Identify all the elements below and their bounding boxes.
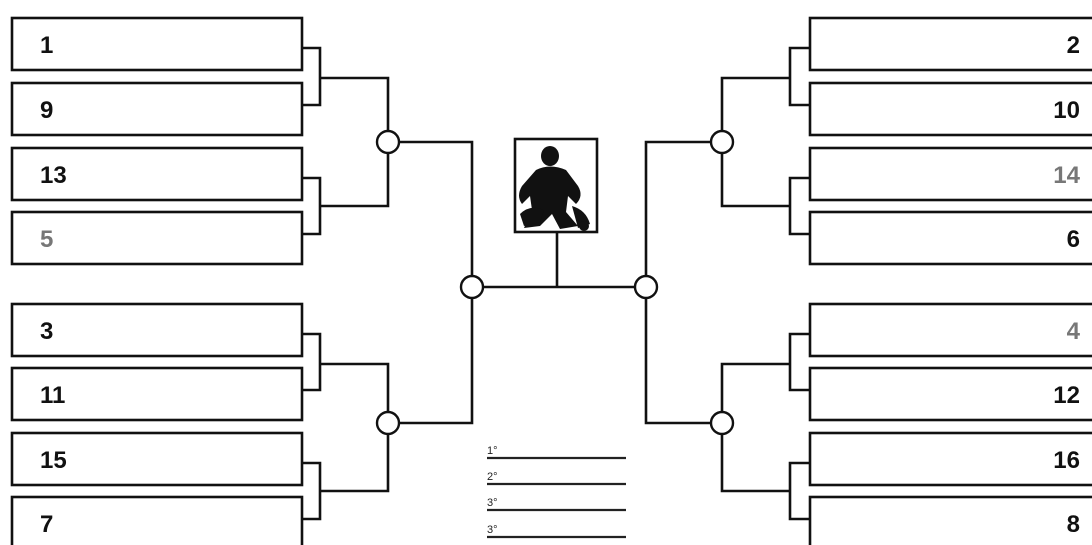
wrestler-silhouette-icon	[519, 146, 590, 231]
right-seed-number: 2	[1067, 32, 1080, 59]
left-seed-slot-11: 11	[10, 366, 304, 422]
left-seed-slot-15: 15	[10, 431, 304, 487]
left-pair-bracket-2	[302, 176, 322, 236]
placing-label: 3°	[487, 497, 498, 509]
left-seed-number: 15	[40, 447, 67, 474]
right-quarter-node-top	[709, 129, 735, 155]
right-semi-connector	[644, 140, 722, 425]
placings-list: 1° 2° 3° 3°	[487, 445, 626, 539]
placing-row: 3°	[487, 497, 626, 512]
right-seed-slot-16: 16	[808, 431, 1092, 487]
right-pair-bracket-1	[788, 46, 810, 107]
right-semifinal-node	[633, 274, 659, 300]
right-seed-slot-12: 12	[808, 366, 1092, 422]
right-seed-slot-4: 4	[808, 302, 1092, 358]
right-seed-number: 10	[1053, 97, 1080, 124]
left-seed-number: 11	[40, 382, 65, 409]
placing-row: 3°	[487, 524, 626, 539]
right-seed-slot-2: 2	[808, 16, 1092, 72]
left-seed-slot-9: 9	[10, 81, 304, 137]
left-quarter-node-top	[375, 129, 401, 155]
wrestler-emblem	[513, 137, 599, 234]
right-pair-bracket-4	[788, 461, 810, 521]
left-seed-number: 9	[40, 97, 53, 124]
right-seed-number: 14	[1053, 162, 1080, 189]
right-seed-number: 16	[1053, 447, 1080, 474]
left-seed-number: 3	[40, 318, 53, 345]
right-seed-number: 4	[1067, 318, 1081, 345]
right-seed-slot-8: 8	[808, 495, 1092, 545]
right-seed-slot-6: 6	[808, 210, 1092, 266]
left-seed-slot-7: 7	[10, 495, 304, 545]
right-quarter-node-bottom	[709, 410, 735, 436]
placing-label: 2°	[487, 471, 498, 483]
left-pair-bracket-3	[302, 332, 322, 392]
right-seed-slot-14: 14	[808, 146, 1092, 202]
right-pair-bracket-3	[788, 332, 810, 392]
left-seed-number: 13	[40, 162, 67, 189]
left-semi-connector	[388, 140, 474, 425]
placing-label: 1°	[487, 445, 498, 457]
left-seed-slot-1: 1	[10, 16, 304, 72]
right-seed-number: 8	[1067, 511, 1080, 538]
right-pair-bracket-2	[788, 176, 810, 236]
left-seed-slot-3: 3	[10, 302, 304, 358]
left-seed-slot-13: 13	[10, 146, 304, 202]
left-quarter-node-bottom	[375, 410, 401, 436]
left-seed-number: 5	[40, 226, 53, 253]
left-pair-bracket-1	[302, 46, 322, 107]
left-seed-number: 1	[40, 32, 53, 59]
placing-label: 3°	[487, 524, 498, 536]
placing-row: 1°	[487, 445, 626, 460]
left-semifinal-node	[459, 274, 485, 300]
right-seed-number: 12	[1053, 382, 1080, 409]
right-seed-number: 6	[1067, 226, 1080, 253]
right-seed-slot-10: 10	[808, 81, 1092, 137]
left-pair-bracket-4	[302, 461, 322, 521]
left-seed-slot-5: 5	[10, 210, 304, 266]
placing-row: 2°	[487, 471, 626, 486]
left-seed-number: 7	[40, 511, 53, 538]
